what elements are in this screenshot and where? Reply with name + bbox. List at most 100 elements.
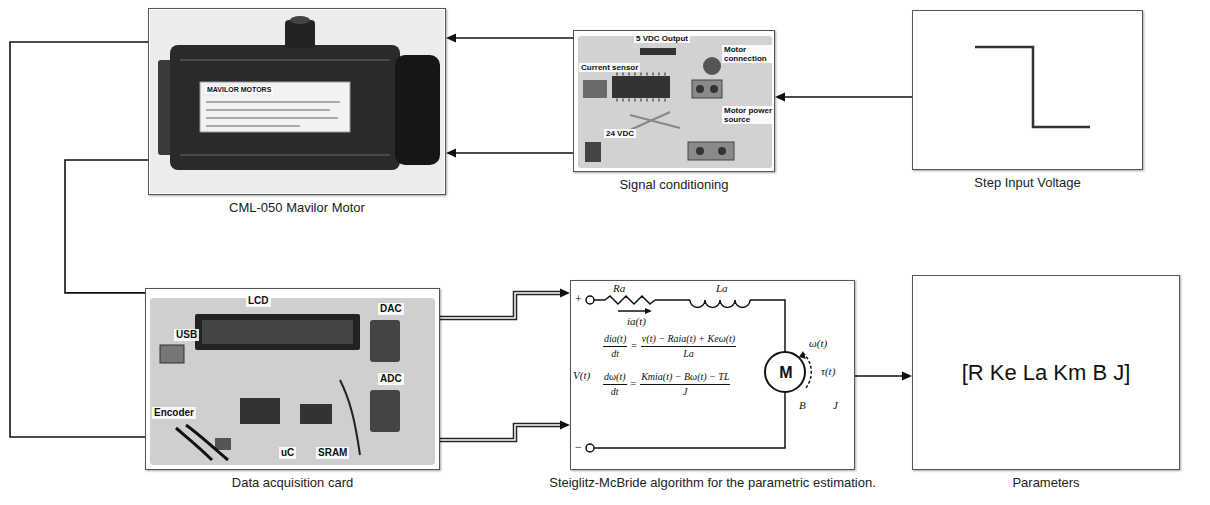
equation: dia(t)dt=v(t) − Raia(t) + Keω(t)La <box>603 333 736 359</box>
part-label: ia(t) <box>627 315 646 328</box>
pcb-photo-part <box>616 99 666 102</box>
dc-motor-circuit-part <box>750 300 785 352</box>
daq-board-photo-part <box>340 380 360 455</box>
bus-line <box>440 293 562 318</box>
pcb-photo-part <box>692 80 722 98</box>
daq-card-box: Data acquisition cardLCDUSBDACADCEncoder… <box>145 288 440 470</box>
dc-motor-circuit-part <box>605 296 655 304</box>
connector-line <box>454 37 573 39</box>
step-input-box: Step Input Voltage <box>912 10 1143 170</box>
motor-photo <box>150 10 444 193</box>
pcb-photo-part <box>710 85 718 93</box>
motor-photo-part <box>285 20 315 48</box>
signal-conditioning-box: Signal conditioning5 VDC OutputCurrent s… <box>573 30 775 172</box>
motor-photo-part <box>180 154 390 156</box>
part-label: Motor connection <box>722 45 774 63</box>
part-label: 24 VDC <box>604 129 636 138</box>
daq-board-photo-part <box>160 345 184 363</box>
connector <box>446 148 573 157</box>
dc-motor-circuit-part <box>655 299 690 301</box>
part-label: [R Ke La Km B J] <box>962 360 1131 385</box>
motor-box: CML-050 Mavilor MotorMAVILOR MOTORS <box>148 8 446 195</box>
motor-photo-part <box>150 10 444 193</box>
motor-photo-part <box>206 109 330 111</box>
connector <box>440 288 570 318</box>
part-label: B <box>799 399 806 412</box>
part-label: τ(t) <box>821 365 835 378</box>
fraction: dω(t)dt <box>603 371 627 397</box>
part-label: M <box>779 364 792 382</box>
numerator: dω(t) <box>603 371 627 385</box>
caption: Steiglitz-McBride algorithm for the para… <box>549 476 876 491</box>
caption: Signal conditioning <box>619 178 728 193</box>
part-label: Encoder <box>152 407 196 419</box>
connector-line <box>783 96 912 98</box>
daq-board-photo-part <box>150 298 435 465</box>
part-label: SRAM <box>316 447 349 459</box>
pcb-photo-part <box>703 57 721 75</box>
dc-motor-circuit-part <box>618 310 646 312</box>
dc-motor-circuit-part <box>594 392 785 448</box>
pcb-photo-part <box>640 48 676 55</box>
pcb-photo-part <box>616 73 666 76</box>
motor-photo-part <box>200 82 350 132</box>
connector <box>446 33 573 42</box>
denominator: dt <box>603 347 627 360</box>
estimation-box: Steiglitz-McBride algorithm for the para… <box>570 280 855 470</box>
daq-board-photo-part <box>300 404 332 424</box>
arrowhead <box>560 288 570 297</box>
dc-motor-circuit-part <box>690 300 750 308</box>
part-label: USB <box>174 329 199 341</box>
connector <box>775 93 912 102</box>
part-label: J <box>833 399 838 412</box>
part-label: DAC <box>378 303 404 315</box>
dc-motor-circuit <box>586 296 811 452</box>
bus-line-core <box>440 425 562 440</box>
connector <box>65 160 148 293</box>
part-label: Ra <box>613 282 625 295</box>
motor-photo-part <box>206 117 338 119</box>
pcb-photo-part <box>696 85 704 93</box>
bus-line <box>440 425 562 440</box>
fraction: v(t) − Raia(t) + Keω(t)La <box>641 333 736 359</box>
daq-board-photo-part <box>195 314 360 350</box>
part-label: uC <box>279 447 296 459</box>
arrowhead <box>560 420 570 429</box>
part-label: Current sensor <box>579 63 640 72</box>
pcb-photo-part <box>718 147 726 155</box>
part-label: V(t) <box>573 369 590 382</box>
parameters-box: Parameters[R Ke La Km B J] <box>912 275 1180 470</box>
caption: CML-050 Mavilor Motor <box>229 201 365 216</box>
dc-motor-circuit-part <box>799 351 806 359</box>
caption: Parameters <box>1012 476 1079 491</box>
part-label: La <box>716 282 728 295</box>
numerator: Kmia(t) − Bω(t) − TL <box>640 371 730 385</box>
numerator: dia(t) <box>603 333 627 347</box>
connector <box>10 42 148 437</box>
pcb-photo-part <box>612 76 670 98</box>
caption: Step Input Voltage <box>974 176 1080 191</box>
connector <box>855 371 912 380</box>
pcb-photo-part <box>585 142 601 162</box>
pcb-photo-part <box>583 80 607 98</box>
connector-line <box>454 152 573 154</box>
motor-photo-part <box>290 16 310 24</box>
dc-motor-circuit-part <box>586 296 594 304</box>
fraction: dia(t)dt <box>603 333 627 359</box>
part-label: MAVILOR MOTORS <box>205 86 273 94</box>
fraction: Kmia(t) − Bω(t) − TLJ <box>640 371 730 397</box>
arrowhead <box>446 148 456 157</box>
daq-board-photo-part <box>370 390 400 432</box>
dc-motor-circuit-part <box>645 308 652 314</box>
denominator: dt <box>603 385 627 398</box>
daq-board-photo-part <box>215 438 231 450</box>
motor-photo-part <box>206 101 340 103</box>
equation: dω(t)dt=Kmia(t) − Bω(t) − TLJ <box>603 371 730 397</box>
part-label: + <box>575 293 582 307</box>
caption: Data acquisition card <box>232 476 353 491</box>
part-label: Motor power source <box>722 106 774 124</box>
pcb-photo-part <box>688 142 734 160</box>
bus-line-core <box>440 293 562 318</box>
